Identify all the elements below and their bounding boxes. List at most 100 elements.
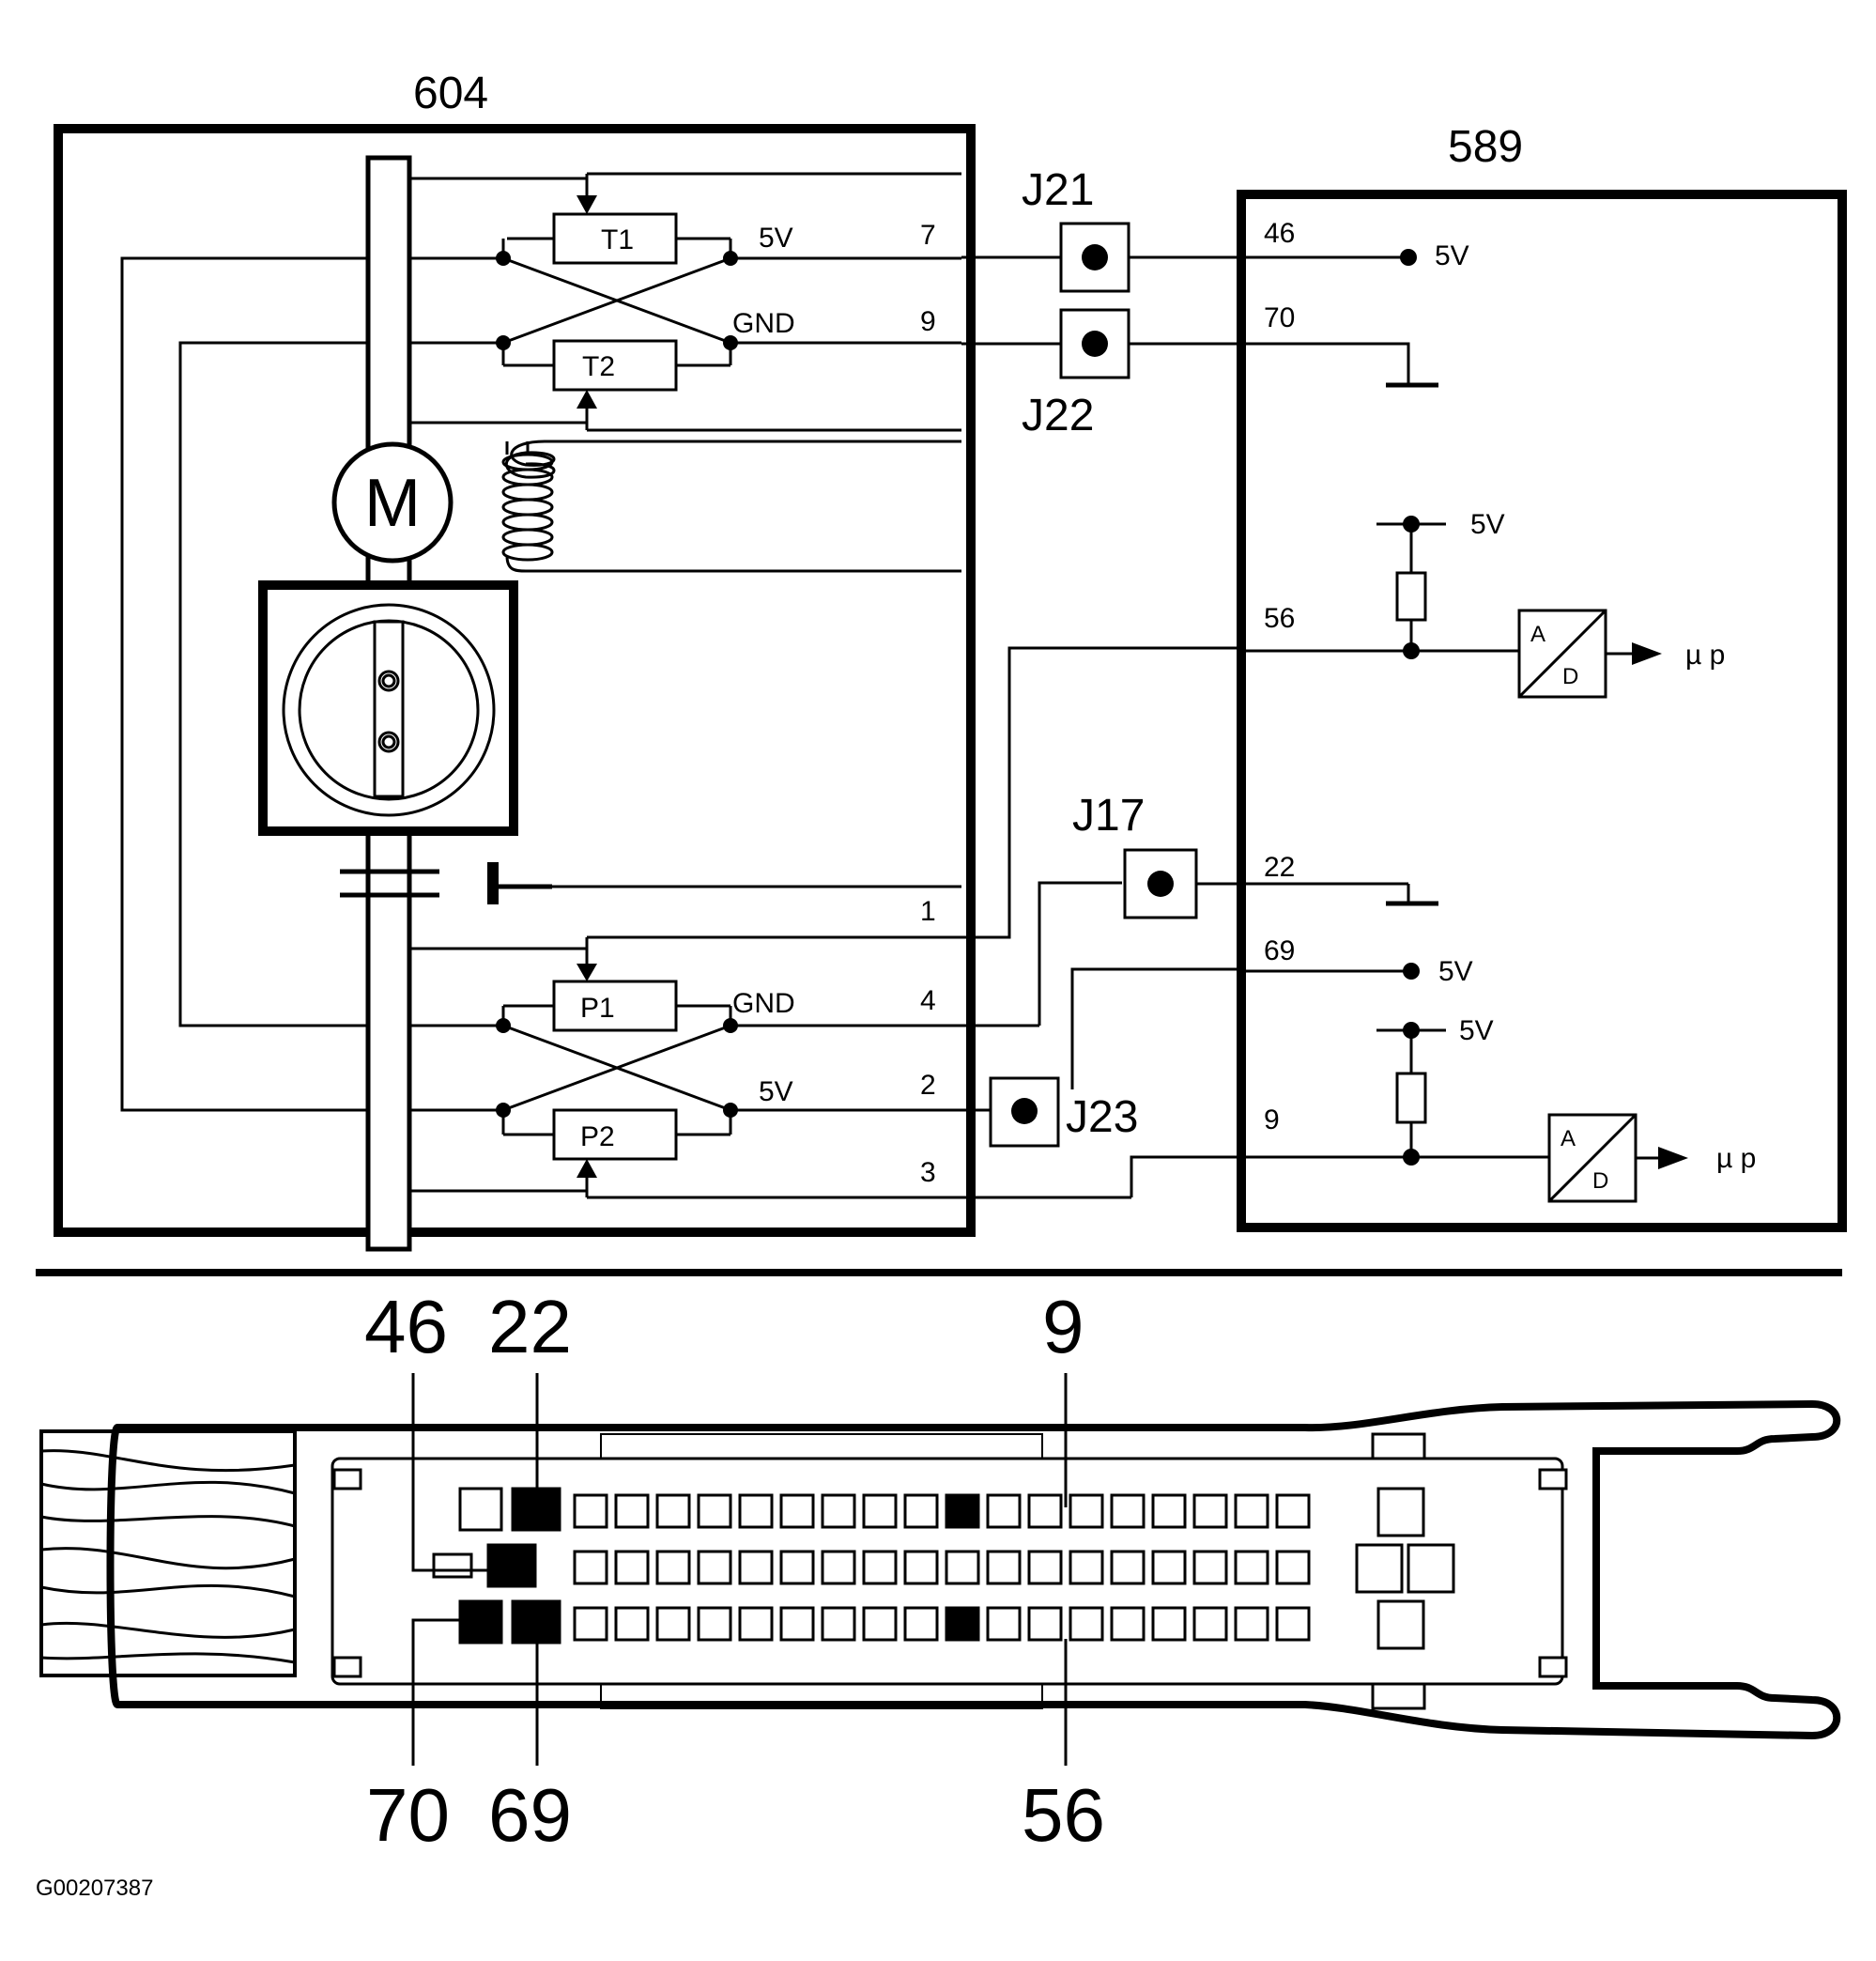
locking-tab bbox=[332, 1468, 362, 1490]
callout-46: 46 bbox=[364, 1285, 448, 1368]
pin bbox=[821, 1493, 856, 1529]
pin bbox=[1027, 1550, 1063, 1585]
pin bbox=[655, 1493, 691, 1529]
pin bbox=[779, 1550, 815, 1585]
coil bbox=[501, 440, 961, 573]
pin bbox=[945, 1550, 980, 1585]
locking-tab bbox=[1538, 1656, 1568, 1678]
pin bbox=[986, 1550, 1022, 1585]
pin bbox=[1234, 1550, 1269, 1585]
pin bbox=[614, 1493, 650, 1529]
pin bbox=[862, 1606, 898, 1642]
j21-label: J21 bbox=[1022, 165, 1094, 215]
pin bbox=[738, 1550, 774, 1585]
pin bbox=[1151, 1493, 1187, 1529]
pin bbox=[655, 1550, 691, 1585]
pin bbox=[1234, 1493, 1269, 1529]
control-module-housing bbox=[1237, 190, 1847, 1232]
pin bbox=[738, 1606, 774, 1642]
j17-label: J17 bbox=[1072, 791, 1145, 841]
callout-56: 56 bbox=[1022, 1773, 1105, 1857]
t1-label: T1 bbox=[601, 224, 634, 255]
callout-69: 69 bbox=[488, 1773, 572, 1857]
pin bbox=[1110, 1493, 1146, 1529]
pin bbox=[1192, 1550, 1228, 1585]
pin bbox=[1069, 1493, 1104, 1529]
mod-pin-70: 70 bbox=[1264, 302, 1295, 333]
microprocessor-2: µ p bbox=[1716, 1143, 1756, 1174]
pin-1: 1 bbox=[920, 896, 936, 927]
motor-label: M bbox=[364, 466, 421, 541]
pin bbox=[614, 1606, 650, 1642]
loop-outer bbox=[120, 256, 368, 1112]
pullup1-5v: 5V bbox=[1470, 509, 1505, 540]
pin bbox=[1110, 1550, 1146, 1585]
pin-4: 4 bbox=[920, 985, 936, 1016]
sensor-t: T1 T2 bbox=[409, 172, 961, 432]
j22-label: J22 bbox=[1022, 391, 1094, 440]
pin bbox=[1027, 1606, 1063, 1642]
pullup2-5v: 5V bbox=[1459, 1015, 1494, 1046]
mod-46-5v: 5V bbox=[1435, 240, 1469, 271]
pin bbox=[862, 1493, 898, 1529]
callout-22: 22 bbox=[488, 1285, 572, 1368]
mod-pin-22: 22 bbox=[1264, 852, 1295, 883]
sensor-p: P1 P2 GN bbox=[409, 646, 1239, 1199]
junctions: J21 J22 J17 J23 bbox=[961, 165, 1410, 1148]
motor-symbol bbox=[331, 441, 454, 564]
pin bbox=[1275, 1606, 1311, 1642]
wire-harness bbox=[39, 1429, 297, 1677]
pin bbox=[1275, 1493, 1311, 1529]
figure-id: G00207387 bbox=[36, 1876, 153, 1901]
pin-highlighted bbox=[486, 1543, 537, 1588]
pin bbox=[821, 1550, 856, 1585]
pin bbox=[1355, 1543, 1404, 1594]
pin bbox=[1192, 1493, 1228, 1529]
j23-label: J23 bbox=[1066, 1092, 1138, 1142]
callout-70: 70 bbox=[366, 1773, 450, 1857]
pin bbox=[903, 1606, 939, 1642]
pin bbox=[738, 1493, 774, 1529]
p2-label: P2 bbox=[580, 1121, 615, 1152]
control-module-589: 589 46 5V 70 5V 56 A D µ p 22 bbox=[1130, 122, 1847, 1232]
adc1-a: A bbox=[1530, 622, 1545, 647]
p-gnd-label: GND bbox=[732, 988, 795, 1019]
pin bbox=[1027, 1493, 1063, 1529]
pin bbox=[1376, 1487, 1425, 1537]
microprocessor-1: µ p bbox=[1685, 640, 1725, 671]
pin-highlighted bbox=[945, 1606, 980, 1642]
pin bbox=[1275, 1550, 1311, 1585]
locking-tab bbox=[1538, 1468, 1568, 1490]
pin-highlighted bbox=[511, 1487, 561, 1532]
pin bbox=[573, 1550, 608, 1585]
pin bbox=[573, 1606, 608, 1642]
adc2-a: A bbox=[1561, 1126, 1576, 1151]
adc-2: A D bbox=[1547, 1113, 1638, 1203]
mod-pin-9: 9 bbox=[1264, 1104, 1280, 1135]
pin bbox=[1376, 1599, 1425, 1650]
pin-2: 2 bbox=[920, 1070, 936, 1101]
pin bbox=[1192, 1606, 1228, 1642]
pin bbox=[697, 1606, 732, 1642]
pin bbox=[779, 1606, 815, 1642]
pin bbox=[1151, 1550, 1187, 1585]
pin bbox=[1234, 1606, 1269, 1642]
mod-69-5v: 5V bbox=[1438, 956, 1473, 987]
pin bbox=[862, 1550, 898, 1585]
gearbox bbox=[258, 580, 518, 836]
pin-3: 3 bbox=[920, 1157, 936, 1188]
actuator-604: 604 M bbox=[54, 69, 1239, 1252]
t2-label: T2 bbox=[582, 351, 615, 382]
pin-highlighted bbox=[945, 1493, 980, 1529]
pin bbox=[1151, 1606, 1187, 1642]
pin bbox=[903, 1493, 939, 1529]
t-gnd-label: GND bbox=[732, 308, 795, 339]
adc2-d: D bbox=[1592, 1168, 1608, 1194]
pin bbox=[573, 1493, 608, 1529]
pin bbox=[697, 1550, 732, 1585]
t-5v-label: 5V bbox=[759, 223, 793, 254]
pin bbox=[986, 1606, 1022, 1642]
pin bbox=[432, 1552, 473, 1579]
clutch-plates bbox=[340, 862, 961, 904]
pin bbox=[779, 1493, 815, 1529]
